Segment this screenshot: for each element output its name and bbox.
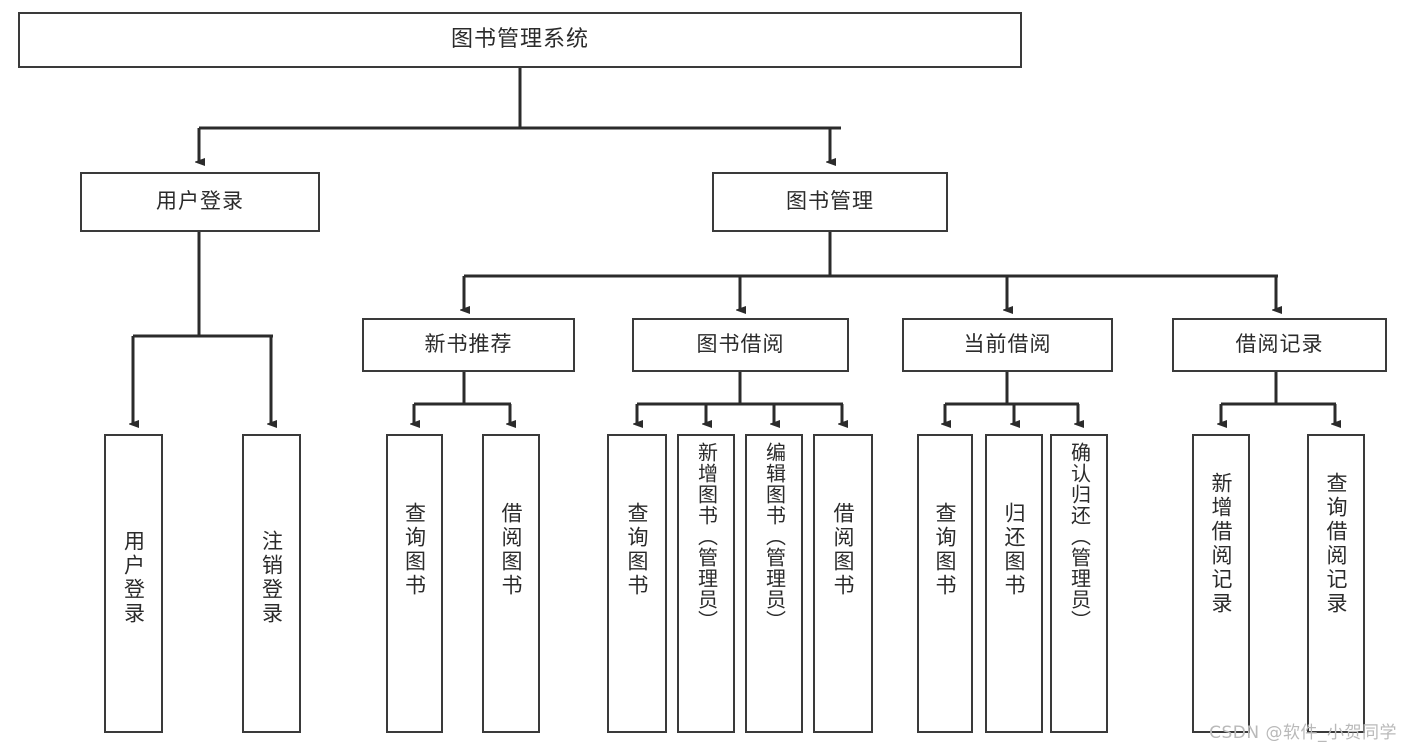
leaf-book-borrow-1[interactable]: 查询图书 xyxy=(607,434,667,733)
node-root[interactable]: 图书管理系统 xyxy=(18,12,1022,68)
leaf-current-borrow-2[interactable]: 归还图书 xyxy=(985,434,1043,733)
node-book-borrow-label: 图书借阅 xyxy=(696,332,785,357)
leaf-book-borrow-4-label: 借阅图书 xyxy=(831,502,856,598)
leaf-book-borrow-3-label: 编辑图书（管理员） xyxy=(762,442,787,631)
leaf-current-borrow-2-label: 归还图书 xyxy=(1002,502,1027,598)
leaf-book-borrow-3[interactable]: 编辑图书（管理员） xyxy=(745,434,803,733)
leaf-borrow-record-2[interactable]: 查询借阅记录 xyxy=(1307,434,1365,733)
node-new-book-recommend[interactable]: 新书推荐 xyxy=(362,318,575,372)
node-user-login[interactable]: 用户登录 xyxy=(80,172,320,232)
leaf-new-book-2-label: 借阅图书 xyxy=(499,502,524,598)
leaf-borrow-record-2-label: 查询借阅记录 xyxy=(1324,472,1349,616)
leaf-book-borrow-2-label: 新增图书（管理员） xyxy=(694,442,719,631)
leaf-borrow-record-1[interactable]: 新增借阅记录 xyxy=(1192,434,1250,733)
leaf-current-borrow-1[interactable]: 查询图书 xyxy=(917,434,973,733)
node-root-label: 图书管理系统 xyxy=(450,26,589,52)
node-user-login-label: 用户登录 xyxy=(156,189,244,214)
leaf-new-book-1-label: 查询图书 xyxy=(402,502,427,598)
leaf-current-borrow-3[interactable]: 确认归还（管理员） xyxy=(1050,434,1108,733)
leaf-borrow-record-1-label: 新增借阅记录 xyxy=(1209,472,1234,616)
leaf-user-login-1[interactable]: 用户登录 xyxy=(104,434,163,733)
leaf-user-login-2-label: 注销登录 xyxy=(259,530,284,626)
leaf-book-borrow-1-label: 查询图书 xyxy=(625,502,650,598)
node-current-borrow[interactable]: 当前借阅 xyxy=(902,318,1113,372)
leaf-user-login-1-label: 用户登录 xyxy=(121,530,146,626)
node-borrow-record[interactable]: 借阅记录 xyxy=(1172,318,1387,372)
watermark: CSDN @软件_小贺同学 xyxy=(1209,723,1397,743)
leaf-user-login-2[interactable]: 注销登录 xyxy=(242,434,301,733)
node-new-book-recommend-label: 新书推荐 xyxy=(424,332,513,357)
node-book-manage[interactable]: 图书管理 xyxy=(712,172,948,232)
node-book-manage-label: 图书管理 xyxy=(786,189,874,214)
node-current-borrow-label: 当前借阅 xyxy=(963,332,1052,357)
node-book-borrow[interactable]: 图书借阅 xyxy=(632,318,849,372)
leaf-book-borrow-2[interactable]: 新增图书（管理员） xyxy=(677,434,735,733)
leaf-new-book-2[interactable]: 借阅图书 xyxy=(482,434,540,733)
leaf-book-borrow-4[interactable]: 借阅图书 xyxy=(813,434,873,733)
leaf-current-borrow-1-label: 查询图书 xyxy=(933,502,958,598)
node-borrow-record-label: 借阅记录 xyxy=(1235,332,1324,357)
leaf-current-borrow-3-label: 确认归还（管理员） xyxy=(1067,442,1092,631)
leaf-new-book-1[interactable]: 查询图书 xyxy=(386,434,443,733)
